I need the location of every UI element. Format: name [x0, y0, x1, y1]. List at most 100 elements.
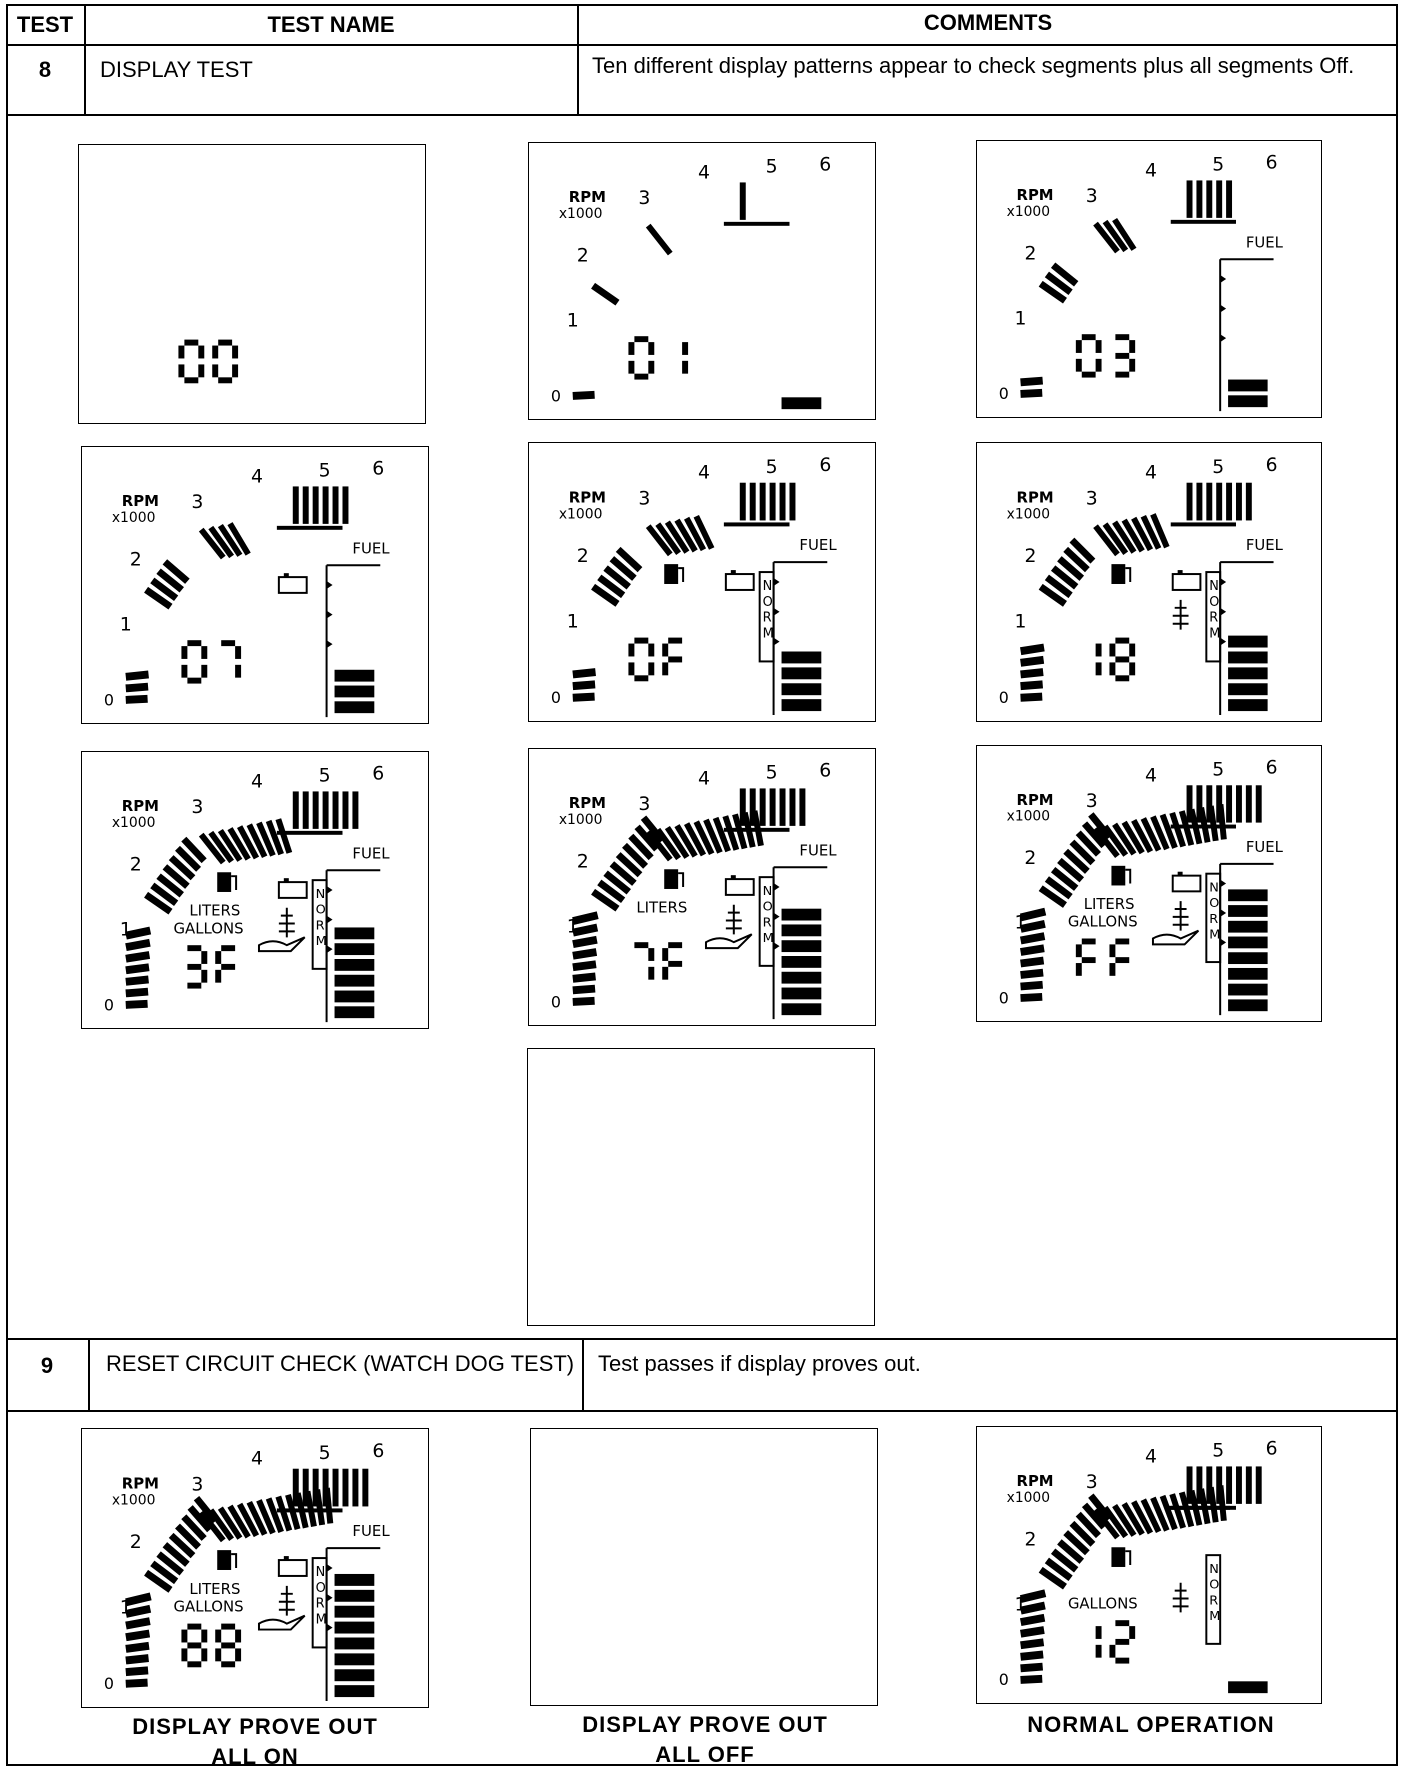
rpm-tick-label: 6 — [819, 761, 831, 782]
rpm-tick-label: 2 — [1024, 1529, 1036, 1550]
rpm-bar-segment — [1069, 839, 1096, 866]
digit-segment — [1095, 643, 1102, 657]
digit-segment — [181, 646, 188, 659]
test-name: DISPLAY TEST — [100, 57, 253, 82]
odometer-digits — [187, 945, 236, 989]
rpm-bar-segment — [144, 891, 173, 915]
digit-segment — [634, 373, 649, 380]
norm-letter: R — [1209, 611, 1218, 626]
rpm-tick-label: 4 — [251, 1448, 263, 1470]
digit-segment — [682, 342, 689, 355]
rpm-redline — [723, 827, 790, 832]
rpm-tick-label: 6 — [372, 459, 384, 480]
rpm-bar-segment — [759, 788, 766, 826]
rpm-bar-segment — [162, 559, 190, 584]
rpm-bar-segment — [1020, 992, 1043, 1002]
rpm-bar-segment — [609, 861, 637, 886]
rpm-tick-label: 4 — [698, 163, 710, 184]
digit-segment — [218, 339, 233, 346]
fuel-pump-icon — [1111, 865, 1126, 886]
rpm-bar-segment — [227, 1504, 251, 1539]
digit-segment — [187, 963, 202, 970]
battery-icon — [277, 576, 308, 594]
norm-letter: R — [1209, 1593, 1218, 1608]
rpm-tick-label: 1 — [567, 611, 579, 633]
digit-segment — [184, 377, 199, 384]
lcd-screen — [531, 1429, 877, 1705]
rpm-bar-segment — [572, 984, 596, 995]
rpm-bar-segment — [256, 1499, 276, 1535]
rpm-bar-segment — [125, 1604, 152, 1618]
rpm-redline — [276, 1508, 343, 1513]
rpm-bar-segment — [208, 1508, 235, 1541]
rpm-redline — [1164, 1505, 1231, 1510]
rpm-bar-segment — [1093, 1507, 1120, 1540]
rpm-bar-segment — [217, 828, 243, 862]
norm-bracket — [311, 879, 328, 970]
rpm-bar-segment — [1186, 785, 1193, 823]
rpm-tick-label: 0 — [999, 384, 1009, 403]
rpm-multiplier-label: x1000 — [1007, 809, 1050, 825]
rpm-bar-segment — [150, 1560, 179, 1585]
oil-pressure-icon — [257, 936, 306, 953]
rpm-bar-segment — [1044, 876, 1073, 900]
rpm-bar-segment — [1020, 1650, 1044, 1661]
rpm-tick-label: 2 — [130, 854, 142, 875]
display-pattern — [78, 144, 426, 424]
rpm-tick-label: 6 — [1266, 455, 1278, 476]
norm-letter: O — [1209, 595, 1219, 610]
divider — [6, 114, 1398, 116]
fuel-tick-arrow — [326, 1564, 333, 1572]
rpm-bar-segment — [168, 1532, 196, 1559]
fuel-pump-icon — [217, 872, 232, 892]
rpm-label: RPM — [122, 493, 159, 510]
rpm-tick-label: 6 — [372, 1440, 384, 1462]
fuel-tick-arrow — [326, 610, 333, 619]
rpm-bar-segment — [1131, 818, 1154, 853]
battery-icon — [283, 878, 289, 883]
fuel-bar-segment — [334, 1637, 375, 1650]
rpm-tick-label: 3 — [638, 188, 650, 209]
fuel-bar-segment — [334, 701, 375, 714]
digit-segment — [1115, 1638, 1130, 1645]
test-comment: Ten different display patterns appear to… — [592, 53, 1355, 78]
digit-segment — [628, 360, 635, 374]
digit-segment — [218, 377, 233, 384]
coolant-temp-icon — [725, 904, 742, 935]
rpm-bar-segment — [645, 223, 673, 256]
digit-segment — [1115, 938, 1130, 945]
fuel-pump-icon — [1125, 567, 1132, 582]
rpm-bar-segment — [722, 815, 740, 851]
rpm-bar-segment — [1186, 180, 1193, 218]
digit-segment — [662, 966, 669, 980]
rpm-bar-segment — [749, 788, 756, 826]
digit-segment — [221, 640, 236, 647]
rpm-tick-label: 5 — [319, 1442, 331, 1464]
rpm-bar-segment — [1038, 885, 1067, 908]
digit-segment — [634, 675, 649, 682]
rpm-bar-segment — [1020, 655, 1045, 667]
rpm-bar-segment — [1102, 824, 1129, 857]
battery-icon — [1177, 570, 1183, 575]
test-name: RESET CIRCUIT CHECK (WATCH DOG TEST) — [106, 1351, 575, 1376]
rpm-bar-segment — [246, 1500, 268, 1536]
rpm-tick-label: 2 — [130, 1531, 142, 1553]
rpm-bar-segment — [275, 818, 293, 854]
rpm-bar-segment — [125, 938, 151, 952]
rpm-bar-segment — [1081, 1502, 1107, 1530]
rpm-bar-segment — [1038, 583, 1067, 607]
fuel-tick-arrow — [1220, 578, 1227, 586]
rpm-bar-segment — [674, 518, 698, 553]
rpm-bar-segment — [789, 788, 796, 826]
rpm-bar-segment — [312, 1468, 319, 1507]
rpm-bar-segment — [1102, 1505, 1129, 1539]
digit-segment — [1115, 371, 1130, 378]
digit-segment — [232, 345, 239, 359]
digit-segment — [648, 360, 655, 374]
rpm-bar-segment — [1020, 643, 1045, 656]
battery-icon — [724, 573, 755, 591]
rpm-bar-segment — [265, 1497, 284, 1533]
rpm-bar-segment — [1050, 262, 1079, 287]
